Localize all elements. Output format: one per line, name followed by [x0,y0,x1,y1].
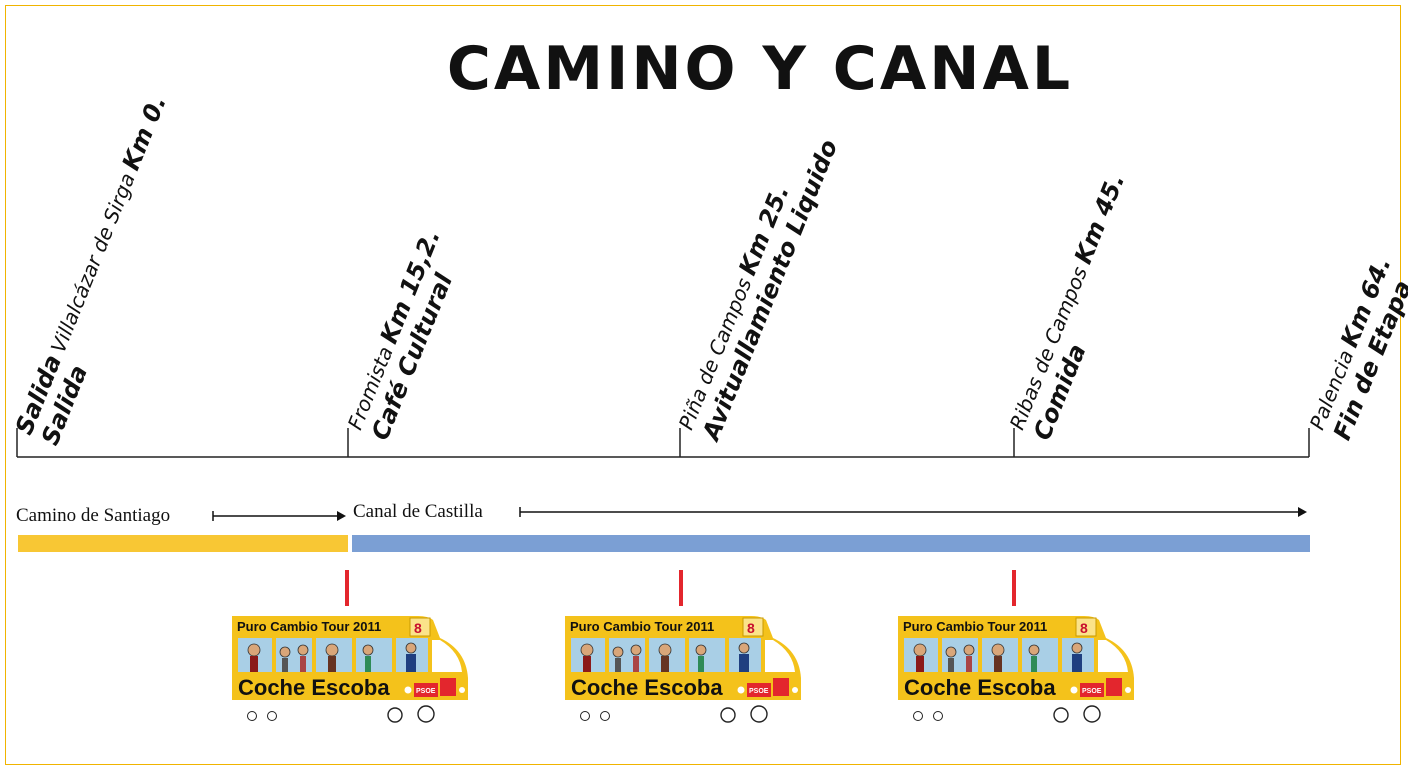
bus-title: Puro Cambio Tour 2011 [237,619,381,634]
wheel [267,711,277,721]
bus-headlight [459,687,465,693]
route-bar-canal [352,535,1310,552]
driver-body [739,654,749,672]
bus-light [1070,686,1078,694]
bus-title: Puro Cambio Tour 2011 [903,619,1047,634]
bus-number-badge [742,617,764,637]
bus-title: Puro Cambio Tour 2011 [570,619,714,634]
wheel [417,705,435,723]
passenger-head [1028,644,1040,656]
bus-marker [1012,570,1016,606]
driver-body [1072,654,1082,672]
wheel [1083,705,1101,723]
page-title: CAMINO Y CANAL [446,34,1074,104]
route-label-canal: Canal de Castilla [353,501,483,522]
psoe-logo-text: PSOE [1082,688,1102,695]
passenger-body [994,656,1002,672]
bus-number-badge [409,617,431,637]
wheel [913,711,923,721]
wheel [720,707,736,723]
psoe-logo [1080,683,1104,697]
passenger-head [279,646,291,658]
psoe-logo [414,683,438,697]
psoe-logo [747,683,771,697]
route-arrow-canal [519,507,1307,517]
wheel [247,711,257,721]
party-emblem [773,678,789,696]
bus-label: Coche Escoba [904,675,1056,700]
passenger-head [612,646,624,658]
passenger-head [991,643,1005,657]
wheel [387,707,403,723]
bus-light [404,686,412,694]
passenger-body [948,658,954,672]
wheel [600,711,610,721]
psoe-logo-text: PSOE [416,688,436,695]
driver-body [406,654,416,672]
passenger-head [630,644,642,656]
passenger-body [615,658,621,672]
passenger-head [963,644,975,656]
passenger-head [695,644,707,656]
route-arrow-camino [212,511,346,521]
passenger-body [916,656,924,672]
bus-marker [345,570,349,606]
passenger-head [297,644,309,656]
wheel [750,705,768,723]
passenger-body [282,658,288,672]
bus-light [737,686,745,694]
bus-windshield [432,640,462,672]
bus-window [1022,638,1058,672]
driver-head [1071,642,1083,654]
passenger-body [633,656,639,672]
route-bar-camino [18,535,348,552]
passenger-body [250,656,258,672]
passenger-head [580,643,594,657]
passenger-body [661,656,669,672]
passenger-body [1031,656,1037,672]
passenger-head [913,643,927,657]
route-label-camino: Camino de Santiago [16,505,171,526]
passenger-body [966,656,972,672]
bus-headlight [792,687,798,693]
party-emblem [1106,678,1122,696]
passenger-head [247,643,261,657]
wheel [1053,707,1069,723]
bus-headlight [1125,687,1131,693]
bus-label: Coche Escoba [571,675,723,700]
wheel [933,711,943,721]
bus-number: 8 [414,620,422,636]
passenger-body [328,656,336,672]
psoe-logo-text: PSOE [749,688,769,695]
passenger-body [583,656,591,672]
bus-illustration: Puro Cambio Tour 2011 8 Coche Escoba PSO… [898,616,1134,723]
bus-number: 8 [1080,620,1088,636]
passenger-body [698,656,704,672]
bus-marker [679,570,683,606]
bus-windshield [765,640,795,672]
bus-label: Coche Escoba [238,675,390,700]
passenger-head [362,644,374,656]
bus-window [689,638,725,672]
wheel [580,711,590,721]
driver-head [738,642,750,654]
bus-illustration: Puro Cambio Tour 2011 8 Coche Escoba PSO… [565,616,801,723]
party-emblem [440,678,456,696]
passenger-body [365,656,371,672]
bus-number: 8 [747,620,755,636]
bus-window [356,638,392,672]
driver-head [405,642,417,654]
bus-number-badge [1075,617,1097,637]
bus-illustration: Puro Cambio Tour 2011 8 Coche Escoba PSO… [232,616,468,723]
passenger-head [658,643,672,657]
passenger-head [325,643,339,657]
passenger-head [945,646,957,658]
passenger-body [300,656,306,672]
bus-windshield [1098,640,1128,672]
